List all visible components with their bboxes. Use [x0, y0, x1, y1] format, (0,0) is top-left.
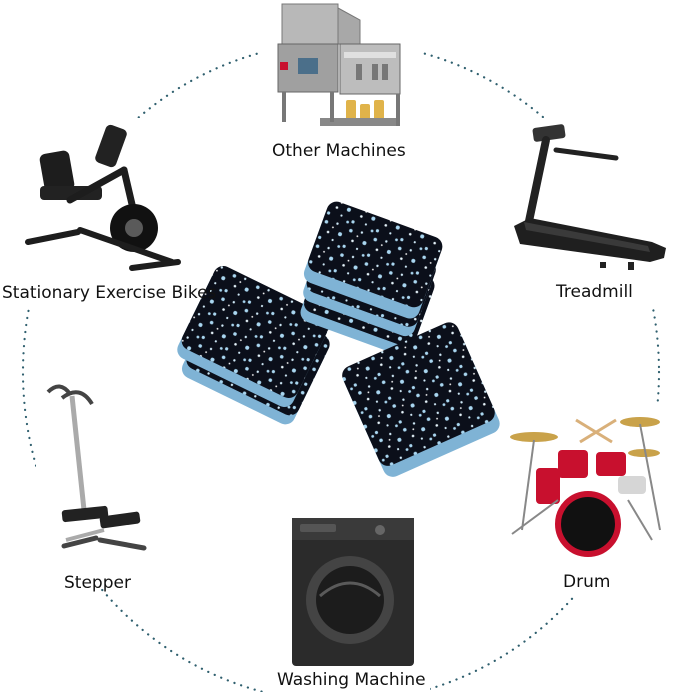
stepper-icon	[46, 384, 147, 551]
other-machines-icon	[277, 3, 401, 126]
label-drum: Drum	[563, 572, 611, 592]
label-washing-machine: Washing Machine	[277, 670, 426, 690]
treadmill-icon	[514, 124, 666, 270]
label-stepper: Stepper	[64, 573, 131, 593]
washing-machine-icon	[292, 518, 414, 666]
label-treadmill: Treadmill	[556, 282, 633, 302]
label-other-machines: Other Machines	[272, 141, 406, 161]
anti-vibration-pads	[177, 201, 500, 477]
exercise-bike-icon	[25, 124, 181, 271]
label-stationary-exercise-bikes: Stationary Exercise Bikes	[2, 283, 217, 303]
drum-kit-icon	[510, 417, 661, 557]
